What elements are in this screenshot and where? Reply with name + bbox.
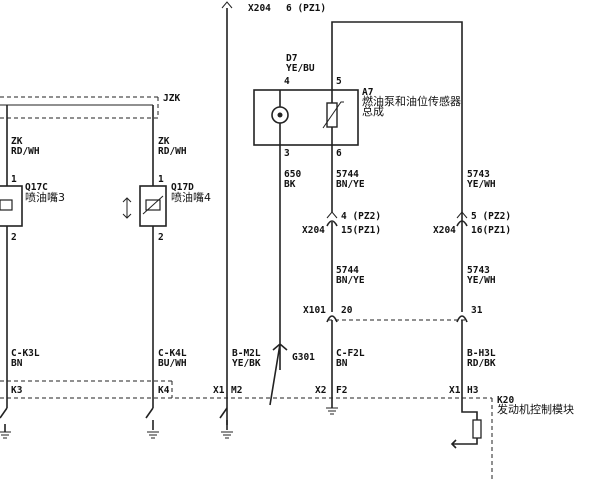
a7-pin-5: 5 — [336, 76, 342, 87]
connector-x101-31-receptacle — [456, 315, 468, 323]
a7-wire-color: YE/BU — [286, 63, 315, 74]
x101-pin-20: 20 — [341, 305, 353, 316]
injector-q17d-spray-icon — [122, 197, 132, 219]
wire-b-h3l-color: RD/BK — [467, 358, 496, 369]
injector-q17c — [0, 185, 23, 227]
wire-5743-id-2: 5743 — [467, 265, 490, 276]
wire-650-color: BK — [284, 179, 296, 190]
wire-5743-id: 5743 — [467, 169, 490, 180]
wire-top-loop — [331, 21, 463, 312]
a7-pin-3: 3 — [284, 148, 290, 159]
connector-x101-20-receptacle — [326, 315, 338, 323]
fuel-pump-icon-center — [277, 112, 283, 118]
right-injector-wire-color: RD/WH — [158, 146, 187, 157]
x101-pin-31: 31 — [471, 305, 483, 316]
wire-5744-id-2: 5744 — [336, 265, 359, 276]
terminal-k4: K4 — [158, 385, 170, 396]
ground-arrow-h3-icon — [450, 439, 457, 449]
wire-5743-color: YE/WH — [467, 179, 496, 190]
a7-fuel-pump-module — [253, 89, 359, 146]
a7-pin-4: 4 — [284, 76, 290, 87]
right-injector-name: 喷油嘴4 — [171, 190, 211, 204]
right-injector-lower-color: BU/WH — [158, 358, 187, 369]
right-injector-ref: Q17D — [171, 182, 194, 193]
wire-c-f2l-color: BN — [336, 358, 348, 369]
left-injector-wire-color: RD/WH — [11, 146, 40, 157]
wire-5744-color: BN/YE — [336, 179, 365, 190]
a7-name-line1: 燃油泵和油位传感器 — [362, 94, 461, 108]
wire-5743-color-2: YE/WH — [467, 275, 496, 286]
left-injector-pin-1: 1 — [11, 174, 17, 185]
connector-top-arrow — [221, 1, 233, 9]
ground-ref-g301: G301 — [292, 352, 315, 363]
terminal-x2-ref: X2 — [315, 385, 326, 396]
resistor-h3-icon — [472, 419, 482, 439]
terminal-x1-m2-ref: X1 — [213, 385, 225, 396]
left-injector-wire-id: ZK — [11, 136, 23, 147]
connector-x204-15-arrow — [326, 211, 338, 219]
right-injector-pin-1: 1 — [158, 174, 164, 185]
terminal-k3: K3 — [11, 385, 23, 396]
a7-pin-6: 6 — [336, 148, 342, 159]
left-injector-lower-color: BN — [11, 358, 23, 369]
a7-wire-id: D7 — [286, 53, 297, 64]
jzk-label: JZK — [163, 93, 180, 104]
wire-5744-conn-pin: 4 (PZ2) — [341, 211, 381, 222]
injector-q17d-diagonal — [142, 195, 164, 215]
ground-icon-m2 — [221, 431, 233, 439]
left-injector-ref: Q17C — [25, 182, 48, 193]
injector-q17d-coil-icon — [145, 199, 161, 211]
wire-650-id: 650 — [284, 169, 301, 180]
ground-icon-f2 — [326, 407, 338, 415]
ground-wire-color: YE/BK — [232, 358, 261, 369]
terminal-x1-h3-ref: X1 — [449, 385, 461, 396]
x101-ref: X101 — [303, 305, 326, 316]
injector-q17d — [139, 185, 167, 227]
connector-x204-15-receptacle — [326, 220, 338, 227]
ecm-ref: K20 — [497, 395, 514, 406]
switch-k4 — [145, 407, 154, 430]
wire-b-m2l — [269, 312, 288, 406]
injector-q17c-coil-icon — [0, 199, 13, 211]
switch-k3 — [0, 407, 8, 419]
wire-5744-conn-pin2: 15(PZ1) — [341, 225, 381, 236]
ground-icon-k3 — [0, 424, 11, 439]
right-injector-lower-id: C-K4L — [158, 348, 187, 359]
a7-ref: A7 — [362, 87, 373, 98]
wire-5744-conn-ref: X204 — [302, 225, 325, 236]
right-injector-wire-id: ZK — [158, 136, 170, 147]
fuel-level-sensor-arrow-icon — [322, 101, 344, 129]
right-injector-pin-2: 2 — [158, 232, 164, 243]
wire-5743-conn-pin: 5 (PZ2) — [471, 211, 511, 222]
wire-5744-color-2: BN/YE — [336, 275, 365, 286]
wire-b-h3l-id: B-H3L — [467, 348, 496, 359]
wire-h3-internal — [452, 400, 478, 445]
left-injector-pin-2: 2 — [11, 232, 17, 243]
terminal-x1-m2-pin: M2 — [231, 385, 242, 396]
terminal-x2-pin: F2 — [336, 385, 347, 396]
connector-x204-16-receptacle — [456, 220, 468, 227]
connector-x204-16-arrow — [456, 211, 468, 219]
terminal-x1-h3-pin: H3 — [467, 385, 479, 396]
ground-icon-k4 — [147, 431, 159, 439]
wire-c-f2l-id: C-F2L — [336, 348, 365, 359]
ground-wire-id: B-M2L — [232, 348, 261, 359]
wire-5743-conn-ref: X204 — [433, 225, 456, 236]
ecm-name: 发动机控制模块 — [497, 402, 574, 416]
left-injector-lower-id: C-K3L — [11, 348, 40, 359]
top-connector-pin: 6 (PZ1) — [286, 3, 326, 14]
a7-name-line2: 总成 — [362, 104, 384, 118]
switch-m2 — [219, 407, 228, 430]
left-injector-name: 喷油嘴3 — [25, 190, 65, 204]
wire-5744-id: 5744 — [336, 169, 359, 180]
wire-5743-conn-pin2: 16(PZ1) — [471, 225, 511, 236]
top-connector-ref: X204 — [248, 3, 271, 14]
